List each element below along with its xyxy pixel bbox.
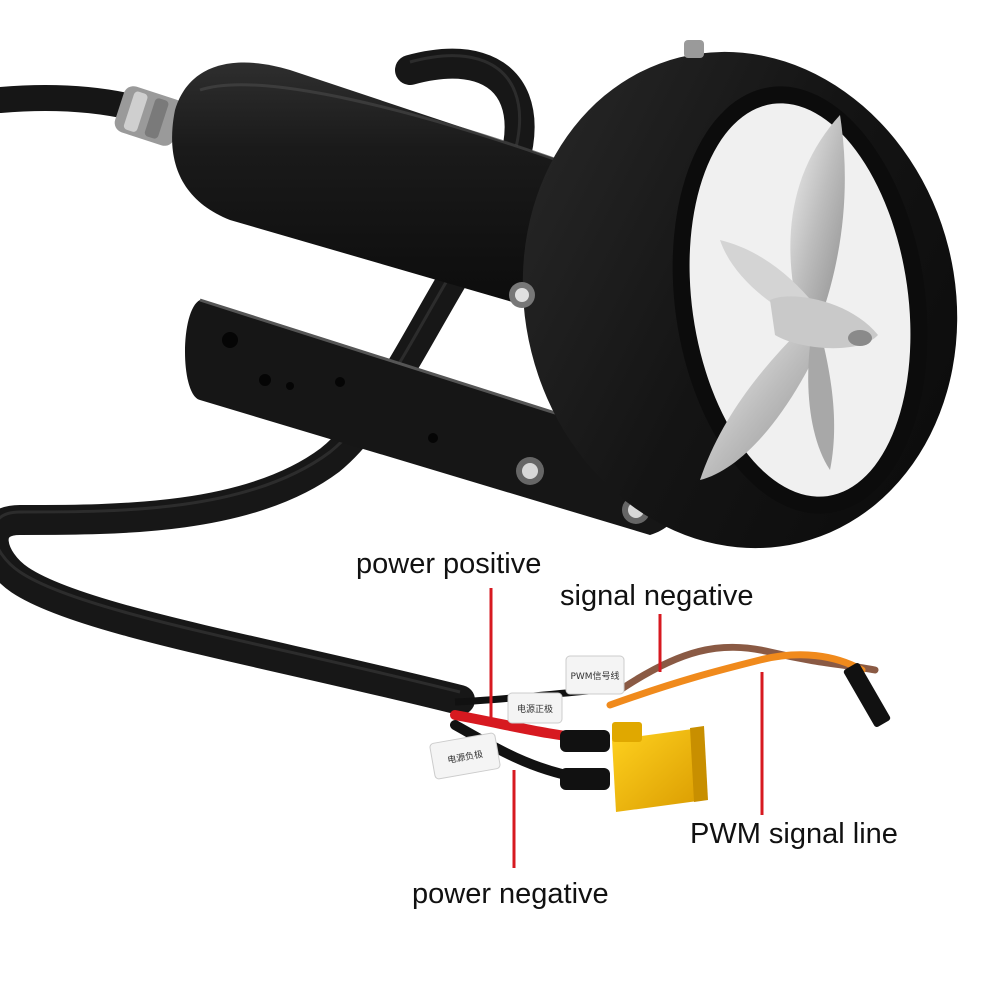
- bracket-screw-1: [516, 457, 544, 485]
- power-negative-label: power negative: [412, 878, 609, 910]
- xt60-connector: [612, 722, 708, 812]
- power-positive-wire-tag: 电源正极: [507, 692, 563, 724]
- pwm-wire-tag-text: PWM信号线: [570, 670, 619, 682]
- signal-negative-label: signal negative: [560, 580, 754, 612]
- duct-side-screw: [509, 282, 535, 308]
- cable-gland: [114, 86, 184, 146]
- mounting-bracket: [185, 298, 683, 535]
- pwm-wire-tag: PWM信号线: [565, 655, 625, 695]
- motor-body: [172, 62, 590, 310]
- propeller-hub: [770, 296, 878, 349]
- power-positive-label: power positive: [356, 548, 542, 580]
- propeller-duct: [522, 51, 958, 549]
- power-wires: [450, 710, 610, 790]
- power-positive-wire-tag-text: 电源正极: [517, 703, 553, 715]
- dupont-connector: [843, 663, 891, 727]
- power-negative-wire-tag: 电源负极: [429, 732, 501, 780]
- pwm-signal-line-label: PWM signal line: [690, 818, 898, 850]
- duct-top-pin: [684, 40, 704, 58]
- leader-lines: [489, 588, 764, 868]
